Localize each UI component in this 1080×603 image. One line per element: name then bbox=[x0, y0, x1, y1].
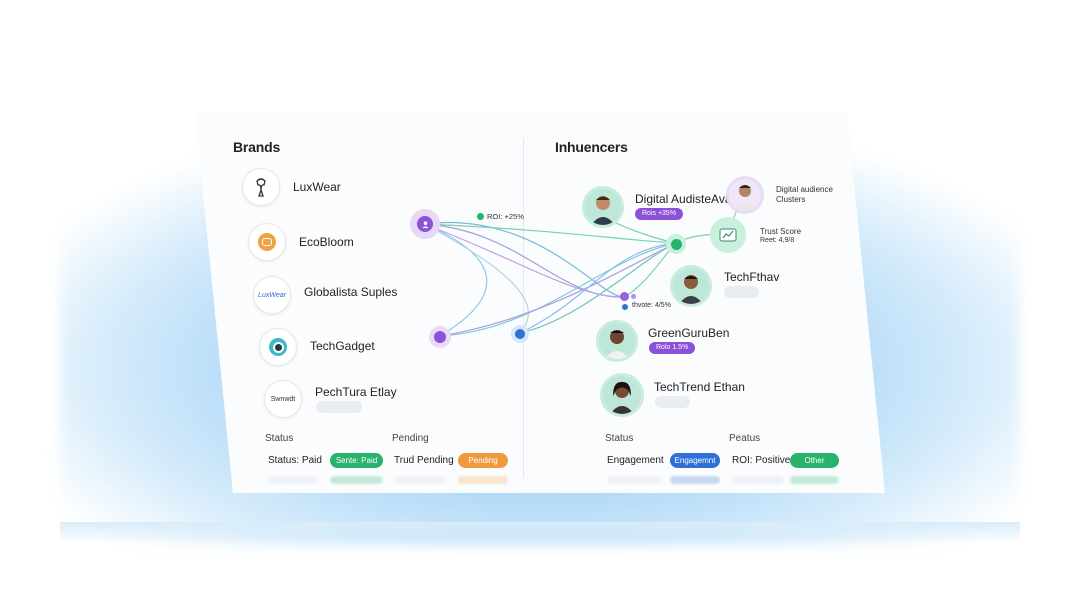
brand-logo-ecobloom[interactable] bbox=[248, 223, 286, 261]
faded-pill bbox=[790, 476, 839, 484]
person-avatar-icon bbox=[734, 185, 756, 211]
target-icon bbox=[269, 338, 287, 356]
engagement-pill[interactable]: Engagemnt bbox=[670, 453, 720, 468]
text-placeholder bbox=[655, 396, 690, 408]
brand-name: LuxWear bbox=[293, 180, 341, 194]
influencer-name: TechFthav bbox=[724, 270, 780, 284]
junction-node bbox=[620, 292, 629, 301]
status-paid-pill[interactable]: Sente: Paid bbox=[330, 453, 383, 468]
influencer-tag: Rois +35% bbox=[635, 208, 684, 220]
person-avatar-icon bbox=[591, 196, 615, 225]
brand-logo-techgadget[interactable] bbox=[259, 328, 297, 366]
person-avatar-icon bbox=[679, 275, 703, 304]
hanger-icon bbox=[256, 178, 266, 197]
brand-name: TechGadget bbox=[310, 339, 375, 353]
avatar[interactable] bbox=[670, 265, 712, 307]
brand-name: EcoBloom bbox=[299, 235, 354, 249]
vote-label: thvote: 4/5% bbox=[632, 302, 671, 309]
trust-label: Trust Score bbox=[760, 227, 802, 236]
wordmark-logo: LuxWear bbox=[258, 291, 286, 299]
cluster-label: Digital audience Clusters bbox=[776, 185, 833, 204]
influencer-name: GreenGuruBen bbox=[648, 326, 730, 340]
faded-pill bbox=[670, 476, 720, 484]
trust-value: Reet: 4,9/8 bbox=[760, 237, 795, 244]
leaf-icon bbox=[258, 233, 276, 251]
person-avatar-icon bbox=[610, 381, 634, 414]
junction-dot bbox=[631, 294, 636, 299]
pending-pill[interactable]: Pending bbox=[458, 453, 508, 468]
faded-row bbox=[732, 476, 784, 484]
brand-connector-node[interactable] bbox=[429, 326, 451, 348]
other-pill[interactable]: Other bbox=[790, 453, 839, 468]
brand-name: Globalista Suples bbox=[304, 285, 398, 299]
status-column-header: Status bbox=[605, 433, 634, 444]
network-hub-node[interactable] bbox=[410, 209, 440, 239]
wordmark-logo: Swnwdt bbox=[270, 395, 296, 403]
person-avatar-icon bbox=[605, 330, 629, 359]
roi-text: ROI: Positive bbox=[732, 455, 791, 466]
vote-dot bbox=[622, 304, 628, 310]
user-icon bbox=[417, 216, 433, 232]
faded-pill bbox=[330, 476, 383, 484]
influencer-hub-node[interactable] bbox=[666, 234, 686, 254]
influencer-name: TechTrend Ethan bbox=[654, 380, 745, 394]
brand-logo-pechtura[interactable]: Swnwdt bbox=[264, 380, 302, 418]
brands-heading: Brands bbox=[233, 139, 281, 155]
faded-row bbox=[394, 476, 446, 484]
connector-icon bbox=[434, 331, 446, 343]
analytics-icon bbox=[719, 228, 737, 242]
relay-node[interactable] bbox=[511, 325, 529, 343]
faded-pill bbox=[458, 476, 508, 484]
status-column-header: Status bbox=[265, 433, 294, 444]
influencer-tag: Rolo 1.5% bbox=[649, 342, 696, 354]
engagement-text: Engagement bbox=[607, 455, 664, 466]
status-text: Status: Paid bbox=[268, 455, 322, 466]
text-placeholder bbox=[724, 286, 759, 298]
avatar[interactable] bbox=[582, 186, 624, 228]
roi-dot bbox=[477, 213, 484, 220]
pending-text: Trud Pending bbox=[394, 455, 454, 466]
cluster-avatar[interactable] bbox=[726, 176, 764, 214]
influencer-name: Digital AudisteAva bbox=[635, 192, 732, 206]
avatar[interactable] bbox=[600, 373, 644, 417]
avatar[interactable] bbox=[596, 320, 638, 362]
column-divider bbox=[523, 138, 524, 478]
faded-row bbox=[268, 476, 318, 484]
hub-icon bbox=[670, 238, 682, 250]
brand-logo-luxwear[interactable] bbox=[242, 168, 280, 206]
pending-column-header: Pending bbox=[392, 433, 429, 444]
trust-score-node[interactable] bbox=[710, 217, 746, 253]
influencers-heading: Inhuencers bbox=[555, 139, 628, 155]
brand-name: PechTura Etlay bbox=[315, 385, 397, 399]
dashboard-panel bbox=[195, 113, 885, 493]
peatus-column-header: Peatus bbox=[729, 433, 761, 444]
faded-row bbox=[607, 476, 661, 484]
text-placeholder bbox=[316, 401, 362, 413]
floor-reflection bbox=[60, 522, 1020, 544]
roi-label: ROI: +25% bbox=[487, 212, 524, 221]
relay-icon bbox=[515, 329, 525, 339]
brand-logo-globalista[interactable]: LuxWear bbox=[253, 276, 291, 314]
